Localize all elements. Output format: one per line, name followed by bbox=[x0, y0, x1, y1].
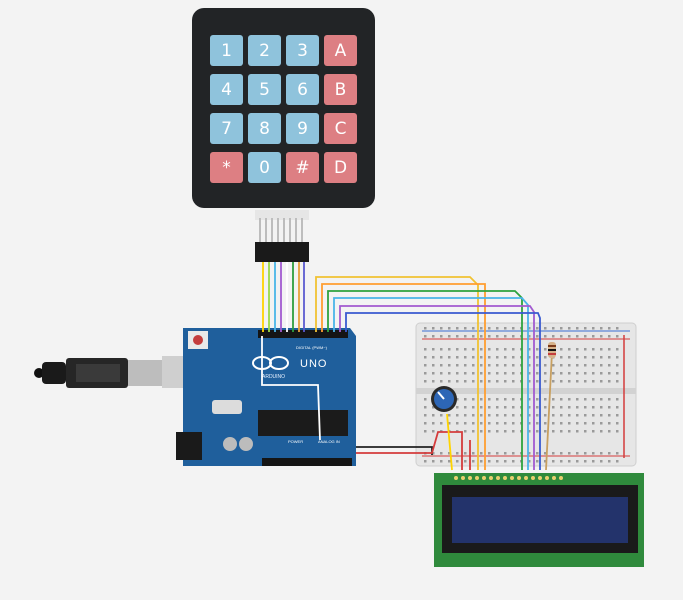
keypad-key-label: 1 bbox=[221, 41, 232, 61]
keypad-key-1: 1 bbox=[210, 35, 243, 66]
potentiometer-icon bbox=[431, 386, 457, 412]
keypad-key-label: 7 bbox=[221, 119, 232, 139]
keypad-key-label: C bbox=[335, 119, 347, 139]
wires bbox=[261, 262, 553, 471]
keypad-key-label: D bbox=[334, 158, 347, 178]
keypad-key-label: 0 bbox=[259, 158, 270, 178]
keypad-key-label: 6 bbox=[297, 80, 308, 100]
keypad-key-#: # bbox=[286, 152, 319, 183]
keypad-key-label: 9 bbox=[297, 119, 308, 139]
digital-header-label: DIGITAL (PWM~) bbox=[296, 345, 328, 350]
resistor-icon bbox=[548, 342, 556, 358]
arduino-uno-board: UNO ARDUINO DIGITAL (PWM~) POWER ANALOG … bbox=[176, 328, 356, 466]
keypad-key-6: 6 bbox=[286, 74, 319, 105]
keypad-key-label: 5 bbox=[259, 80, 270, 100]
keypad-key-7: 7 bbox=[210, 113, 243, 144]
keypad-key-9: 9 bbox=[286, 113, 319, 144]
keypad-key-0: 0 bbox=[248, 152, 281, 183]
keypad-keys: 1 2 3 A 4 5 6 B 7 8 9 C * 0 # D bbox=[210, 35, 357, 183]
breadboard bbox=[415, 322, 637, 467]
power-header-label: POWER bbox=[288, 439, 303, 444]
lcd-pins bbox=[454, 476, 563, 480]
keypad-ribbon bbox=[259, 218, 303, 244]
breadboard-holes bbox=[424, 327, 619, 463]
keypad-key-label: 8 bbox=[259, 119, 270, 139]
keypad-key-D: D bbox=[324, 152, 357, 183]
keypad-key-label: 3 bbox=[297, 41, 308, 61]
board-brand-label: ARDUINO bbox=[262, 374, 285, 380]
keypad-key-label: A bbox=[335, 41, 347, 61]
keypad-key-4: 4 bbox=[210, 74, 243, 105]
keypad-key-label: * bbox=[222, 158, 231, 178]
keypad-4x4: 1 2 3 A 4 5 6 B 7 8 9 C * 0 # D bbox=[192, 8, 375, 262]
keypad-key-label: 4 bbox=[221, 80, 232, 100]
keypad-key-8: 8 bbox=[248, 113, 281, 144]
keypad-key-label: # bbox=[295, 158, 309, 178]
keypad-key-3: 3 bbox=[286, 35, 319, 66]
keypad-key-A: A bbox=[324, 35, 357, 66]
keypad-key-5: 5 bbox=[248, 74, 281, 105]
keypad-key-label: B bbox=[335, 80, 347, 100]
analog-header-label: ANALOG IN bbox=[318, 439, 340, 444]
keypad-key-B: B bbox=[324, 74, 357, 105]
keypad-key-*: * bbox=[210, 152, 243, 183]
lcd-display bbox=[434, 473, 644, 567]
keypad-key-C: C bbox=[324, 113, 357, 144]
board-model-label: UNO bbox=[300, 358, 327, 370]
keypad-key-2: 2 bbox=[248, 35, 281, 66]
usb-cable-icon bbox=[34, 356, 192, 388]
keypad-key-label: 2 bbox=[259, 41, 270, 61]
